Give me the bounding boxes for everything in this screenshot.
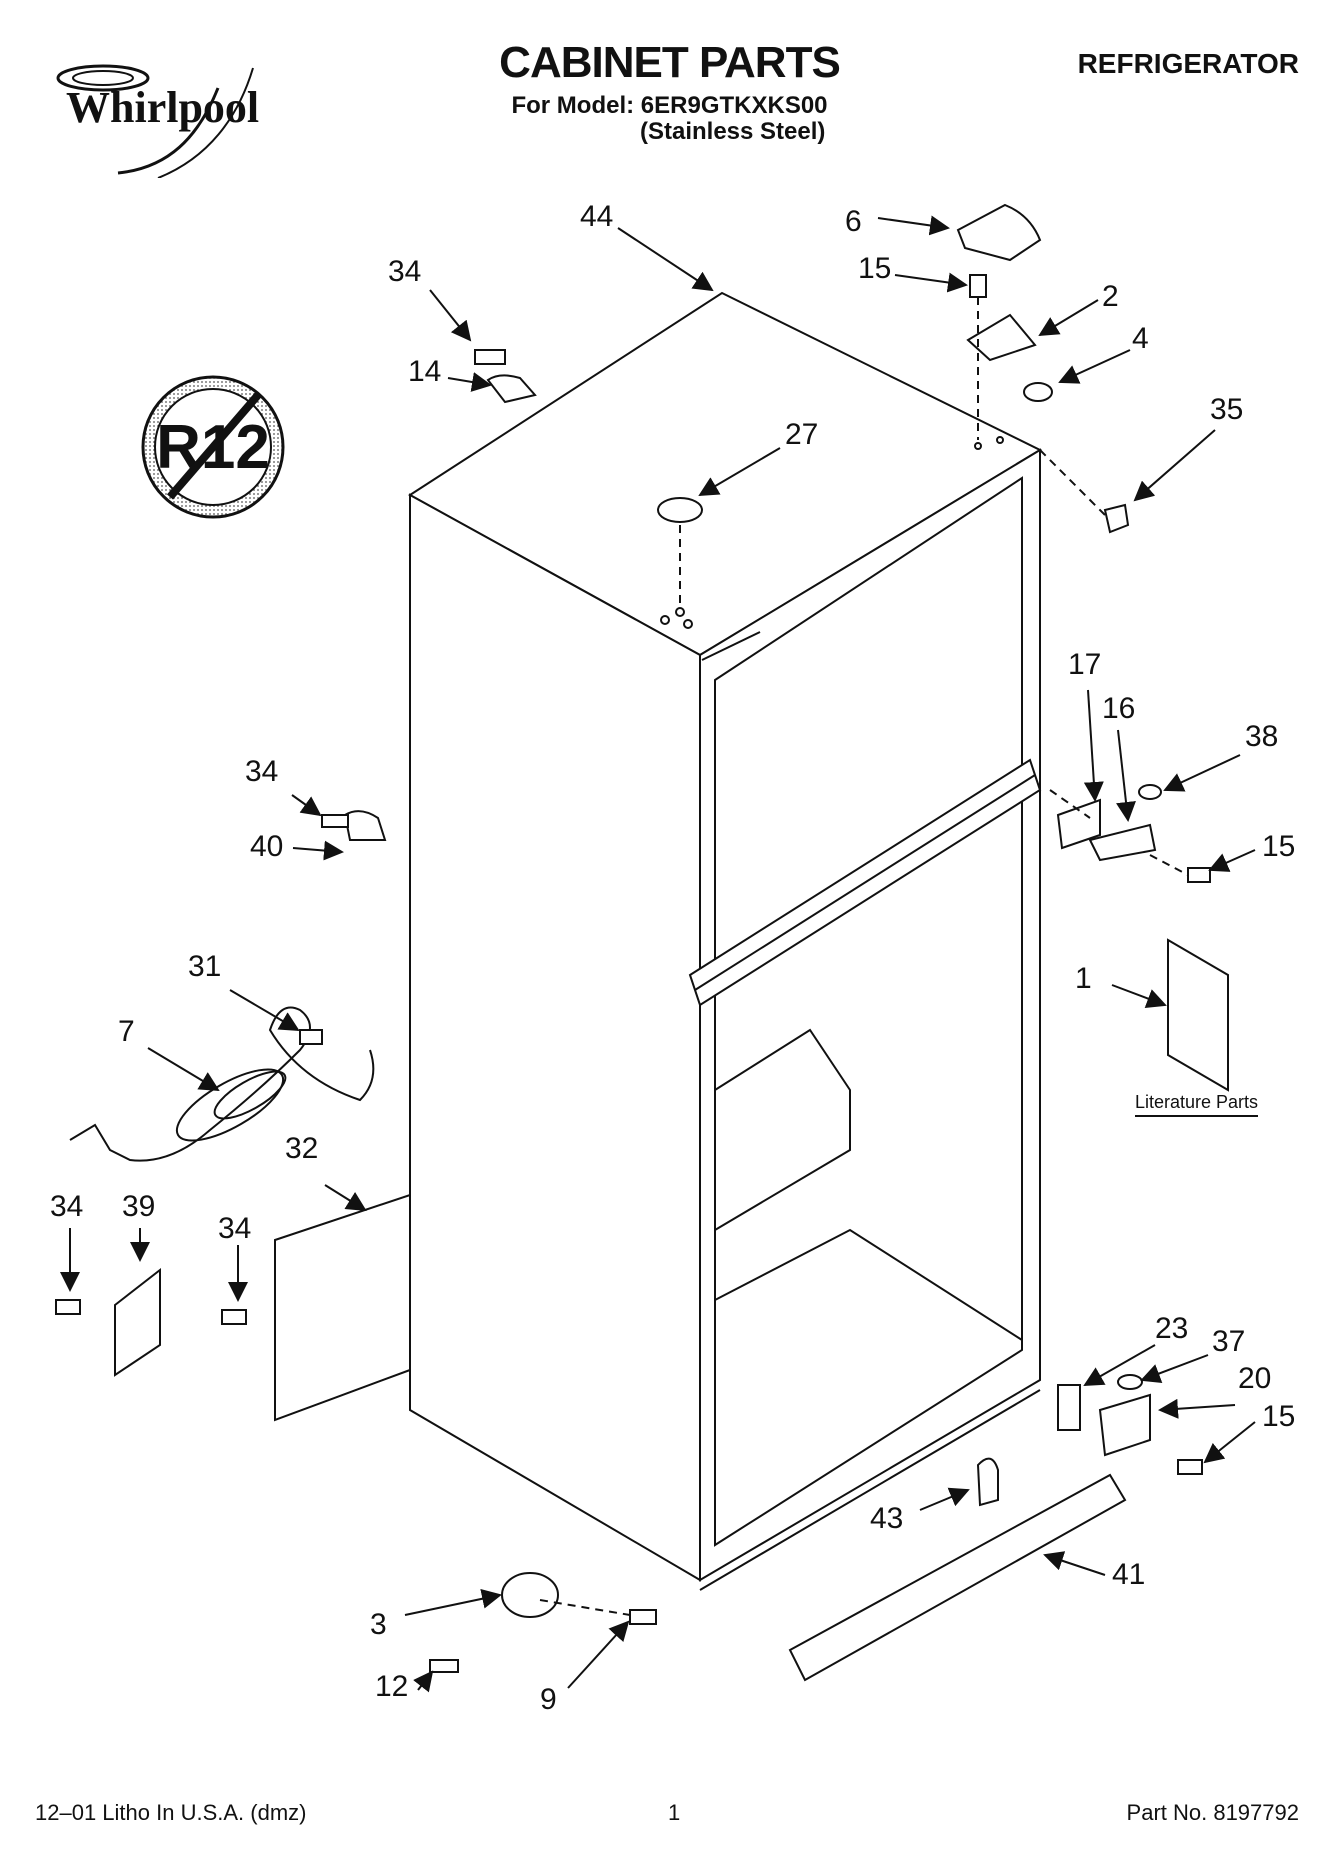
brand-logo-text: Whirlpool bbox=[66, 83, 260, 132]
washer-part bbox=[1138, 784, 1162, 800]
refrigerator-cabinet bbox=[408, 291, 1043, 1591]
callout-41: 41 bbox=[1112, 1558, 1146, 1591]
screw-part bbox=[299, 1029, 323, 1045]
screw-part bbox=[1187, 867, 1211, 883]
callout-40: 40 bbox=[250, 830, 284, 863]
roller-part bbox=[501, 1572, 559, 1618]
assembly-lines bbox=[539, 297, 1189, 1616]
logo-swirl-icon bbox=[56, 64, 254, 179]
middle-hinge-part bbox=[1088, 823, 1157, 862]
screw-part bbox=[55, 1299, 81, 1315]
cover-part bbox=[114, 1267, 161, 1377]
callout-6: 6 bbox=[845, 205, 862, 238]
toe-grille-part bbox=[788, 1473, 1127, 1682]
bracket-part bbox=[1103, 503, 1130, 534]
callout-37: 37 bbox=[1212, 1325, 1246, 1358]
callout-39: 39 bbox=[122, 1190, 156, 1223]
callout-16: 16 bbox=[1102, 692, 1136, 725]
callout-34-lower: 34 bbox=[218, 1212, 252, 1245]
callout-3: 3 bbox=[370, 1608, 387, 1641]
callout-34-middle: 34 bbox=[245, 755, 279, 788]
callout-14: 14 bbox=[408, 355, 442, 388]
power-cord-part bbox=[69, 1006, 375, 1162]
litho-note: 12–01 Litho In U.S.A. (dmz) bbox=[35, 1800, 307, 1825]
callout-12: 12 bbox=[375, 1670, 409, 1703]
access-panel-part bbox=[274, 1193, 411, 1422]
callout-27: 27 bbox=[785, 418, 819, 451]
callout-20: 20 bbox=[1238, 1362, 1272, 1395]
part-number: Part No. 8197792 bbox=[1126, 1800, 1299, 1825]
callout-31: 31 bbox=[188, 950, 222, 983]
callout-7: 7 bbox=[118, 1015, 135, 1048]
washer-part bbox=[1023, 382, 1053, 402]
callout-17: 17 bbox=[1068, 648, 1102, 681]
clip-part bbox=[486, 374, 537, 404]
plug-part bbox=[657, 497, 703, 523]
page-title: CABINET PARTS bbox=[499, 38, 841, 87]
callout-38: 38 bbox=[1245, 720, 1279, 753]
page-number: 1 bbox=[668, 1800, 681, 1825]
callout-15: 15 bbox=[858, 252, 892, 285]
callout-4: 4 bbox=[1132, 322, 1149, 355]
top-hinge-part bbox=[966, 313, 1037, 362]
callout-32: 32 bbox=[285, 1132, 319, 1165]
screw-part bbox=[474, 349, 506, 365]
callout-2: 2 bbox=[1102, 280, 1119, 313]
pin-part bbox=[429, 1659, 459, 1673]
model-finish: (Stainless Steel) bbox=[640, 118, 826, 145]
callout-34: 34 bbox=[388, 255, 422, 288]
callout-34-lower-left: 34 bbox=[50, 1190, 84, 1223]
screw-part bbox=[221, 1309, 247, 1325]
clip-part bbox=[343, 810, 387, 841]
hinge-cover-part bbox=[956, 203, 1042, 262]
leader-lines bbox=[60, 215, 1256, 1693]
bottom-hinge-part bbox=[1098, 1393, 1151, 1457]
screw-part bbox=[629, 1609, 657, 1625]
whirlpool-logo: Whirlpool bbox=[48, 48, 288, 179]
appliance-type: REFRIGERATOR bbox=[1077, 48, 1299, 79]
callout-9: 9 bbox=[540, 1683, 557, 1716]
screw-part bbox=[969, 274, 987, 298]
callout-1: 1 bbox=[1075, 962, 1092, 995]
washer-part bbox=[1117, 1374, 1143, 1390]
literature-parts-label: Literature Parts bbox=[1135, 1092, 1259, 1117]
callout-43: 43 bbox=[870, 1502, 904, 1535]
middle-hinge-plate-part bbox=[1056, 798, 1101, 850]
no-r12-badge: R12 bbox=[141, 375, 285, 519]
hinge-shim-part bbox=[1057, 1384, 1081, 1431]
callout-15-lower: 15 bbox=[1262, 1400, 1296, 1433]
callout-23: 23 bbox=[1155, 1312, 1189, 1345]
small-parts bbox=[55, 203, 1229, 1682]
callout-15-middle: 15 bbox=[1262, 830, 1296, 863]
literature-booklet bbox=[1167, 938, 1229, 1092]
screw-part bbox=[1177, 1459, 1203, 1475]
callout-35: 35 bbox=[1210, 393, 1244, 426]
callout-44: 44 bbox=[580, 200, 614, 233]
screw-part bbox=[321, 814, 349, 828]
grille-clip-part bbox=[976, 1457, 999, 1507]
model-number: For Model: 6ER9GTKXKS00 bbox=[511, 92, 828, 119]
